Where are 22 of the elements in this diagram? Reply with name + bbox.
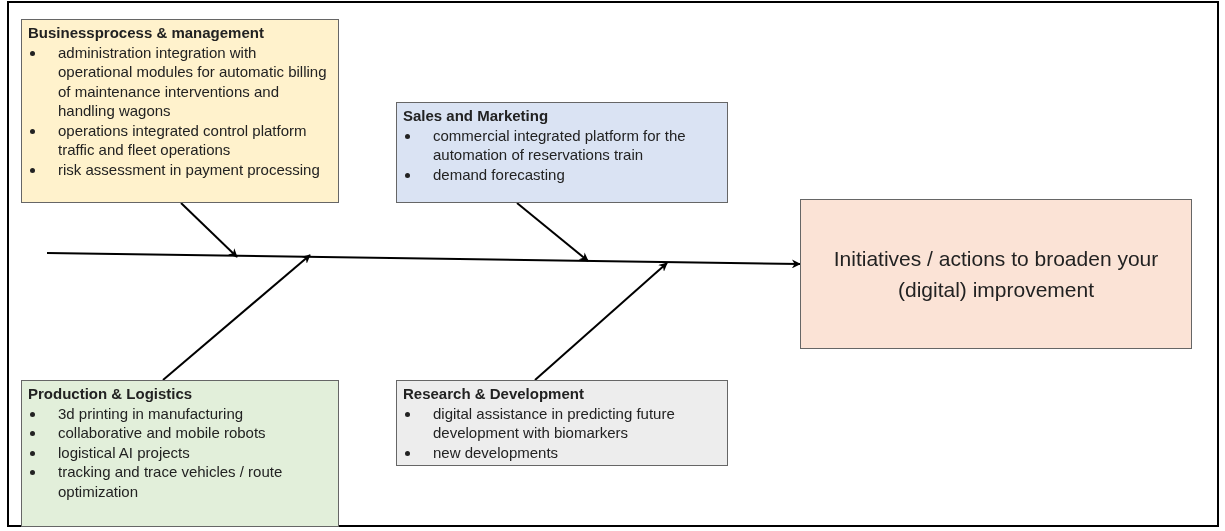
spine-arrow bbox=[46, 252, 801, 269]
effect-box bbox=[800, 199, 1192, 349]
bone-arrow bbox=[162, 254, 311, 381]
bullet-text: new developments bbox=[433, 442, 559, 462]
bullet-text: collaborative and mobile robots bbox=[58, 423, 266, 443]
bullet-text: risk assessment in payment processing bbox=[58, 159, 320, 179]
category-box bbox=[396, 380, 728, 466]
effect-text: Initiatives / actions to broaden your (digital) improvement bbox=[832, 246, 1160, 303]
category-heading: Sales and Marketing bbox=[403, 106, 549, 126]
category-box bbox=[396, 102, 728, 203]
bone-arrow bbox=[534, 262, 668, 381]
category-heading: Businessprocess & management bbox=[28, 23, 264, 43]
category-heading: Production & Logistics bbox=[28, 384, 193, 404]
bullet-text: 3d printing in manufacturing bbox=[58, 403, 244, 423]
category-box bbox=[21, 19, 339, 203]
category-heading: Research & Development bbox=[403, 384, 584, 404]
bone-arrow bbox=[180, 202, 238, 258]
bullet-text: demand forecasting bbox=[433, 164, 565, 184]
bone-arrow bbox=[516, 202, 589, 262]
bullet-text: logistical AI projects bbox=[58, 442, 190, 462]
bullet-text: tracking and trace vehicles / route optimization bbox=[58, 462, 284, 501]
category-box bbox=[21, 380, 339, 527]
